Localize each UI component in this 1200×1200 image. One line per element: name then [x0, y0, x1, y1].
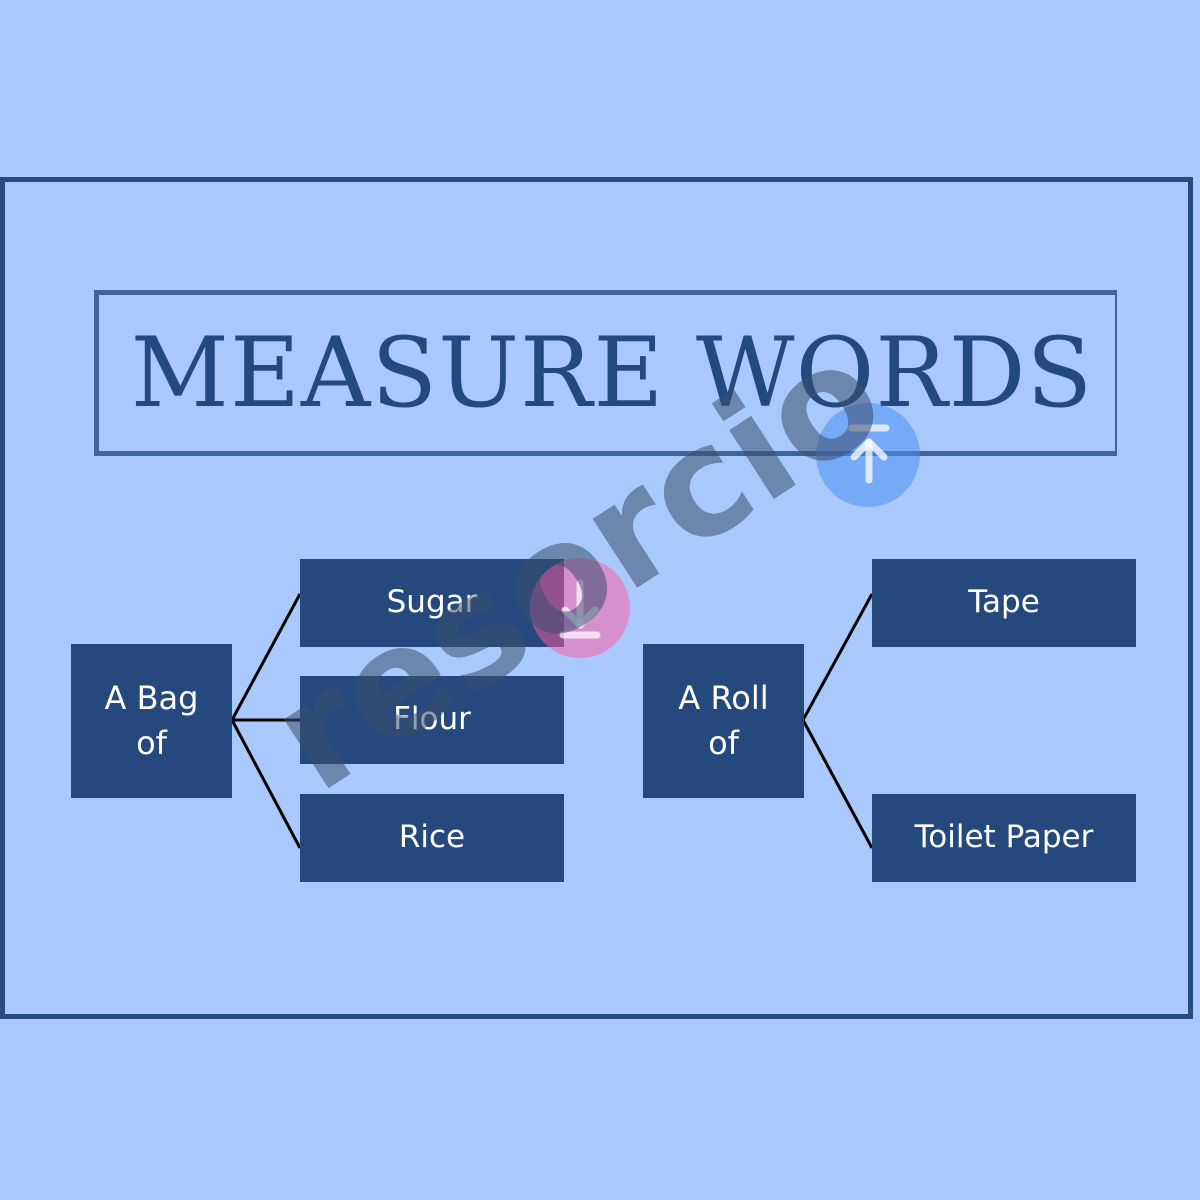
item-sugar: Sugar [300, 559, 564, 647]
watermark-text: resorcio [243, 306, 913, 825]
outer-frame [0, 177, 1193, 1019]
group-label-roll: A Roll of [643, 644, 804, 798]
arrow-up-icon [848, 424, 890, 484]
item-rice: Rice [300, 794, 564, 882]
arrow-down-icon [559, 579, 601, 639]
group-label-bag: A Bag of [71, 644, 232, 798]
item-flour: Flour [300, 676, 564, 764]
connector-bag-rice [230, 719, 302, 849]
item-tape: Tape [872, 559, 1136, 647]
connector-bag-sugar [230, 593, 302, 721]
page-title: MEASURE WORDS [130, 317, 1094, 429]
connector-roll-tape [801, 593, 874, 721]
item-toilet-paper: Toilet Paper [872, 794, 1136, 882]
connector-roll-toilet-paper [801, 719, 874, 849]
title-box: MEASURE WORDS [94, 290, 1117, 456]
